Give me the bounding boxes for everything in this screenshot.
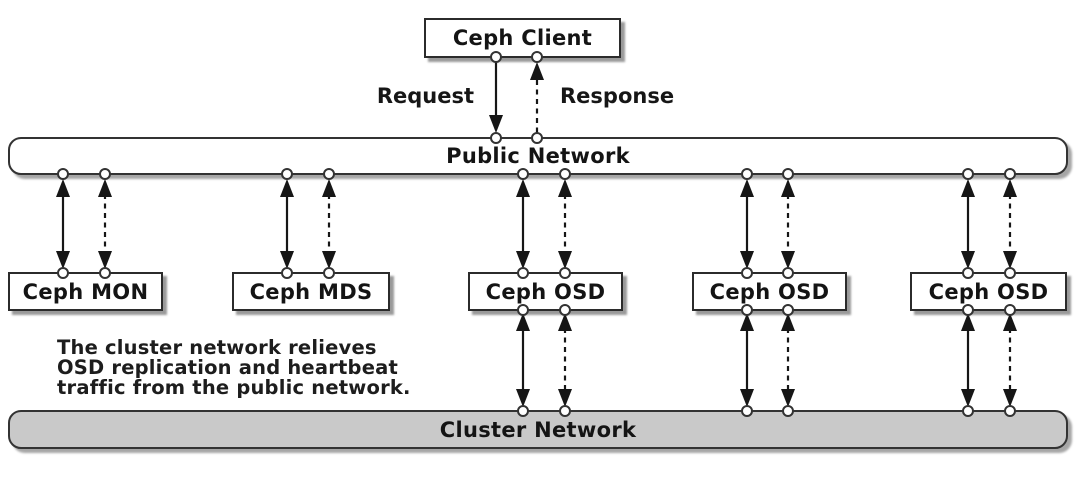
solid-double-arrow-head	[280, 251, 294, 269]
dashed-double-arrow-head	[781, 179, 795, 197]
dashed-double-arrow-head	[1003, 313, 1017, 331]
dashed-double-arrow-head	[1003, 389, 1017, 407]
dashed-double-arrow-head	[781, 251, 795, 269]
node-ceph-mds: Ceph MDS	[232, 272, 390, 311]
dashed-double-arrow-head	[781, 313, 795, 331]
dashed-double-arrow-head	[98, 251, 112, 269]
solid-double-arrow-head	[516, 251, 530, 269]
node-ceph-osd-2: Ceph OSD	[692, 272, 847, 311]
node-label: Ceph MDS	[249, 279, 373, 304]
solid-double-arrow-head	[961, 179, 975, 197]
node-label: Ceph OSD	[928, 279, 1049, 304]
node-label: Ceph OSD	[485, 279, 606, 304]
dashed-double-arrow-head	[558, 179, 572, 197]
dashed-double-arrow-head	[1003, 251, 1017, 269]
dashed-double-arrow-head	[98, 179, 112, 197]
dashed-double-arrow-head	[558, 313, 572, 331]
node-ceph-client: Ceph Client	[424, 18, 621, 58]
cluster-note: The cluster network relieves OSD replica…	[57, 338, 411, 398]
cluster-note-line: The cluster network relieves	[57, 336, 377, 359]
solid-double-arrow-head	[280, 179, 294, 197]
solid-double-arrow-head	[961, 313, 975, 331]
node-ceph-mon: Ceph MON	[8, 272, 163, 311]
solid-double-arrow-head	[56, 251, 70, 269]
node-ceph-osd-1: Ceph OSD	[468, 272, 623, 311]
dashed-double-arrow-head	[558, 251, 572, 269]
cluster-note-line: traffic from the public network.	[57, 376, 411, 399]
dashed-double-arrow-head	[1003, 179, 1017, 197]
request-arrow-head	[489, 115, 503, 133]
solid-double-arrow-head	[740, 389, 754, 407]
dashed-double-arrow-head	[322, 179, 336, 197]
public-network-bar: Public Network	[8, 137, 1068, 175]
request-label: Request	[376, 84, 474, 108]
node-label: Ceph MON	[22, 279, 149, 304]
cluster-network-bar: Cluster Network	[8, 410, 1068, 449]
response-arrow-head	[530, 62, 544, 80]
dashed-double-arrow-head	[322, 251, 336, 269]
solid-double-arrow-head	[56, 179, 70, 197]
node-label: Ceph Client	[452, 26, 593, 50]
cluster-network-label: Cluster Network	[439, 417, 637, 442]
solid-double-arrow-head	[961, 389, 975, 407]
solid-double-arrow-head	[740, 179, 754, 197]
solid-double-arrow-head	[516, 179, 530, 197]
node-label: Ceph OSD	[709, 279, 830, 304]
cluster-note-line: OSD replication and heartbeat	[57, 356, 399, 379]
solid-double-arrow-head	[740, 313, 754, 331]
solid-double-arrow-head	[961, 251, 975, 269]
dashed-double-arrow-head	[781, 389, 795, 407]
response-label: Response	[560, 84, 675, 108]
solid-double-arrow-head	[740, 251, 754, 269]
node-ceph-osd-3: Ceph OSD	[910, 272, 1067, 311]
dashed-double-arrow-head	[558, 389, 572, 407]
solid-double-arrow-head	[516, 313, 530, 331]
public-network-label: Public Network	[446, 144, 630, 168]
solid-double-arrow-head	[516, 389, 530, 407]
